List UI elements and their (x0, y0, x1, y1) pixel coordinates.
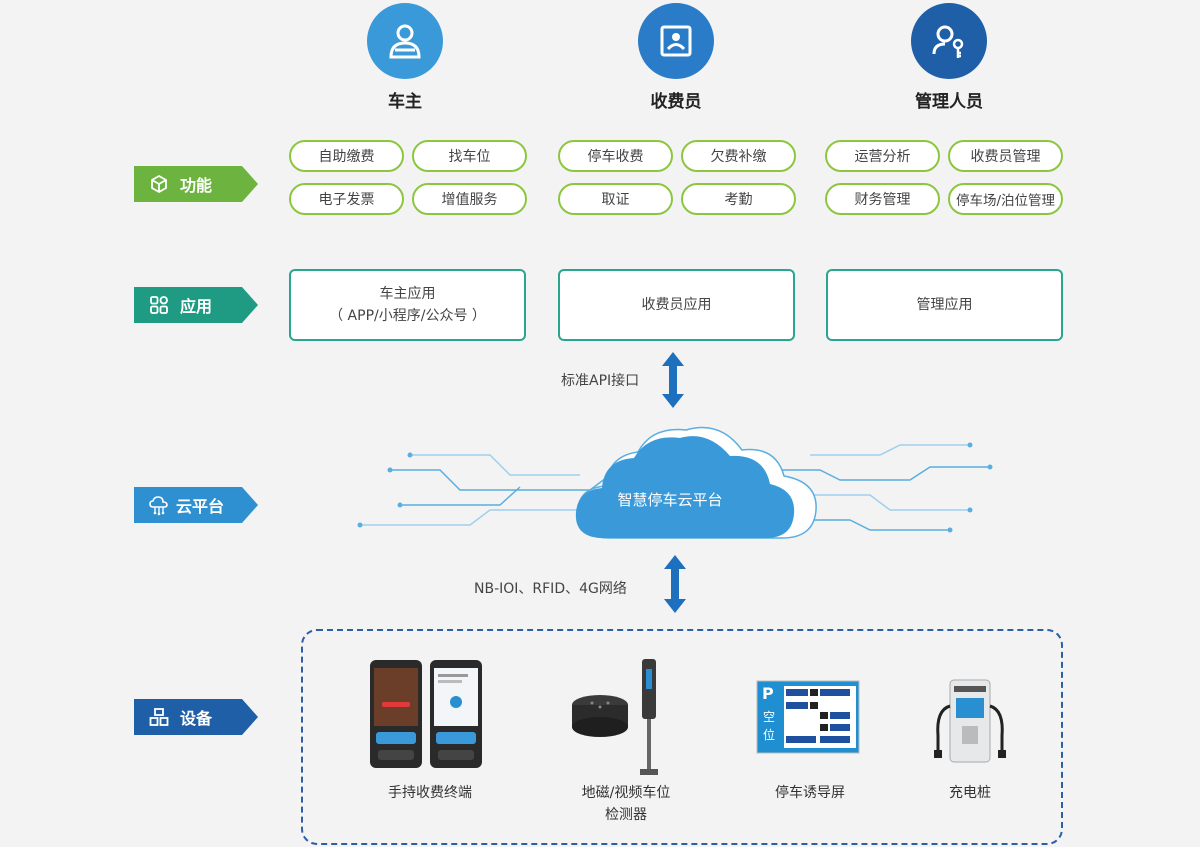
function-pill: 停车收费 (558, 140, 673, 172)
side-label-cloud: 云平台 (134, 487, 258, 523)
device-label-guide-screen: 停车诱导屏 (775, 785, 845, 801)
charging-pile-image (934, 679, 1006, 763)
device-blocks-icon (148, 706, 170, 728)
cashier-icon (638, 3, 714, 79)
screen-parking-letter: P (762, 684, 774, 703)
api-link-label: 标准API接口 (561, 373, 640, 389)
side-label-text: 功能 (180, 176, 213, 195)
app-box-cashier: 收费员应用 (558, 269, 795, 341)
cloud-platform-label: 智慧停车云平台 (617, 491, 723, 509)
screen-vertical-text: 空 (763, 710, 776, 724)
function-pill: 运营分析 (825, 140, 940, 172)
function-pill: 欠费补缴 (681, 140, 796, 172)
side-label-text: 设备 (180, 709, 213, 728)
app-box-admin: 管理应用 (826, 269, 1063, 341)
app-box-driver: 车主应用 （ APP/小程序/公众号 ） (289, 269, 526, 341)
device-label-line: 地磁/视频车位 (581, 785, 671, 801)
side-label-text: 应用 (180, 297, 213, 316)
role-name: 收费员 (650, 92, 702, 112)
parking-guide-screen-image (756, 680, 860, 754)
app-title: 车主应用 (379, 286, 436, 302)
cloud-icon (575, 426, 817, 539)
function-pill: 找车位 (412, 140, 527, 172)
device-label-charger: 充电桩 (949, 785, 991, 801)
function-pill: 电子发票 (289, 183, 404, 215)
role-name: 车主 (388, 92, 422, 112)
handheld-terminal-image (370, 660, 482, 768)
function-pill: 收费员管理 (948, 140, 1063, 172)
double-arrow-icon (662, 352, 684, 408)
admin-key-icon (911, 3, 987, 79)
cloud-network-icon (148, 494, 170, 516)
side-label-application: 应用 (134, 287, 258, 323)
function-pill: 取证 (558, 183, 673, 215)
apps-grid-icon (148, 294, 170, 316)
app-title: 收费员应用 (641, 297, 712, 313)
double-arrow-icon (664, 555, 686, 613)
function-pill: 增值服务 (412, 183, 527, 215)
device-label-detector: 地磁/视频车位 检测器 (566, 782, 686, 826)
side-label-function: 功能 (134, 166, 258, 202)
role-cashier: 收费员 (596, 3, 756, 112)
devices-container (301, 629, 1063, 845)
device-label-handheld: 手持收费终端 (388, 785, 472, 801)
vehicle-detector-image (572, 659, 658, 775)
role-admin: 管理人员 (869, 3, 1029, 112)
role-driver: 车主 (325, 3, 485, 112)
driver-icon (367, 3, 443, 79)
app-subtitle: （ APP/小程序/公众号 ） (329, 308, 486, 324)
function-pill: 考勤 (681, 183, 796, 215)
device-label-line: 检测器 (605, 807, 647, 823)
role-name: 管理人员 (915, 92, 983, 112)
side-label-text: 云平台 (176, 497, 225, 516)
network-link-label: NB-IOI、RFID、4G网络 (474, 581, 627, 597)
side-label-device: 设备 (134, 699, 258, 735)
screen-vertical-text: 位 (763, 728, 776, 742)
cube-icon (148, 173, 170, 195)
app-title: 管理应用 (916, 297, 973, 313)
function-pill: 财务管理 (825, 183, 940, 215)
function-pill: 停车场/泊位管理 (948, 183, 1063, 215)
function-pill: 自助缴费 (289, 140, 404, 172)
